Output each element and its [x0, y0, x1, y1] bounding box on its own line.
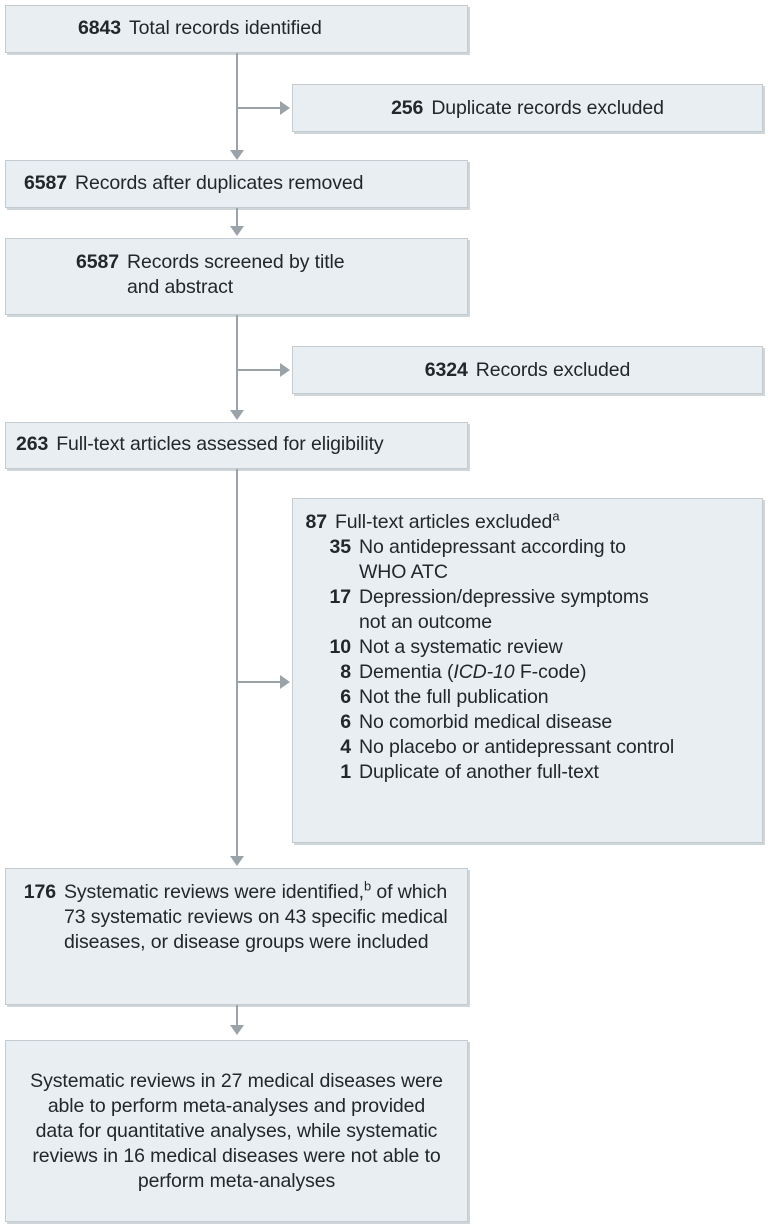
box-fulltext-assessed: 263 Full-text articles assessed for elig…: [5, 422, 468, 469]
box-records-after-duplicates: 6587 Records after duplicates removed: [5, 160, 468, 208]
box-total-records: 6843 Total records identified: [5, 5, 468, 53]
exclusion-item-label-line1: Depression/depressive symptoms: [359, 586, 649, 608]
arrowhead-down-identified: [230, 856, 244, 866]
arrowhead-right-excluded: [280, 363, 290, 377]
connector-identified-to-final: [236, 1005, 238, 1027]
exclusion-item-label: No comorbid medical disease: [359, 711, 613, 733]
connector-total-to-afterdup: [236, 53, 238, 153]
box-fulltext-assessed-count: 263: [16, 433, 49, 455]
exclusion-item-count: 6: [340, 711, 351, 733]
box-duplicate-records-excluded: 256 Duplicate records excluded: [292, 84, 763, 132]
box-reviews-identified: 176 Systematic reviews were identified,b…: [5, 868, 468, 1005]
footnote-marker-a: a: [552, 508, 560, 524]
exclusion-item-label: Not the full publication: [359, 686, 549, 708]
exclusion-item: 8 Dementia (ICD-10 F-code): [303, 660, 750, 685]
exclusion-item-label-line2: not an outcome: [359, 611, 493, 633]
arrowhead-down-fulltext: [230, 410, 244, 420]
box-records-screened: 6587 Records screened by title and abstr…: [5, 238, 468, 315]
footnote-marker-b: b: [363, 878, 372, 894]
box-after-duplicates-label: Records after duplicates removed: [74, 172, 364, 194]
exclusion-item: 6 No comorbid medical disease: [303, 710, 750, 735]
arrowhead-down-final: [230, 1025, 244, 1035]
exclusions-header-label: Full-text articles excludeda: [327, 510, 750, 535]
exclusion-item-count: 6: [340, 686, 351, 708]
exclusion-item-label: Dementia (ICD-10 F-code): [351, 660, 750, 685]
exclusion-item-count: 17: [329, 586, 352, 608]
exclusion-item-count: 4: [340, 736, 351, 758]
exclusion-item-label-post: F-code): [514, 661, 587, 683]
exclusion-item-count: 8: [340, 661, 351, 683]
arrowhead-right-duplicate: [280, 101, 290, 115]
box-identified-label-post: of which 73 systematic reviews on 43 spe…: [64, 881, 448, 953]
box-after-duplicates-count: 6587: [24, 172, 67, 194]
exclusion-item-label: No antidepressant according to WHO ATC: [351, 535, 750, 585]
connector-fulltext-to-identified: [236, 469, 238, 859]
exclusions-header: 87 Full-text articles excludeda: [303, 510, 750, 535]
exclusion-item: 10 Not a systematic review: [303, 635, 750, 660]
exclusion-item-label-icd: ICD-10: [453, 661, 515, 683]
exclusion-item: 4 No placebo or antidepressant control: [303, 735, 750, 760]
box-duplicate-count: 256: [391, 96, 424, 119]
exclusion-item-label-line1: No antidepressant according to: [359, 536, 626, 558]
arrowhead-right-exclusions: [280, 675, 290, 689]
connector-afterdup-to-screened: [236, 208, 238, 228]
connector-branch-duplicate: [236, 107, 282, 109]
box-identified-label: Systematic reviews were identified,b of …: [56, 880, 457, 955]
connector-branch-excluded: [236, 369, 282, 371]
exclusion-item-label: Not a systematic review: [359, 636, 563, 658]
box-screened-label-line1: Records screened by title: [126, 251, 345, 273]
exclusion-item-count: 1: [340, 761, 351, 783]
arrowhead-down-afterdup: [230, 150, 244, 160]
exclusion-item-label: No placebo or antidepressant control: [359, 736, 675, 758]
connector-branch-exclusions: [236, 681, 282, 683]
exclusion-item: 1 Duplicate of another full-text: [303, 760, 750, 785]
exclusion-item-count: 10: [329, 636, 352, 658]
exclusions-header-label-text: Full-text articles excluded: [335, 511, 553, 533]
box-fulltext-exclusions: 87 Full-text articles excludeda 35 No an…: [292, 498, 763, 843]
box-identified-label-pre: Systematic reviews were identified,: [64, 881, 364, 903]
box-fulltext-assessed-label: Full-text articles assessed for eligibil…: [56, 433, 384, 455]
arrowhead-down-screened: [230, 226, 244, 236]
box-identified-count: 176: [23, 881, 56, 903]
box-total-records-count: 6843: [78, 17, 121, 39]
exclusion-item-count: 35: [329, 536, 352, 558]
box-final-outcome-label: Systematic reviews in 27 medical disease…: [30, 1069, 443, 1192]
exclusion-item: 17 Depression/depressive symptoms not an…: [303, 585, 750, 635]
exclusion-item-label-pre: Dementia (: [359, 661, 454, 683]
box-duplicate-label: Duplicate records excluded: [431, 96, 664, 119]
exclusion-item-label-line2: WHO ATC: [359, 561, 448, 583]
box-screened-label-line2: and abstract: [126, 276, 234, 298]
box-records-excluded: 6324 Records excluded: [292, 346, 763, 394]
exclusions-header-count: 87: [305, 511, 328, 533]
box-screened-count: 6587: [76, 251, 119, 273]
box-screened-label: Records screened by title and abstract: [119, 250, 467, 300]
connector-screened-to-fulltext: [236, 315, 238, 413]
exclusion-item: 35 No antidepressant according to WHO AT…: [303, 535, 750, 585]
box-final-outcome: Systematic reviews in 27 medical disease…: [5, 1040, 468, 1222]
box-records-excluded-label: Records excluded: [475, 358, 631, 381]
exclusion-item-label: Depression/depressive symptoms not an ou…: [351, 585, 750, 635]
exclusion-item: 6 Not the full publication: [303, 685, 750, 710]
box-total-records-label: Total records identified: [128, 17, 322, 39]
exclusion-item-label: Duplicate of another full-text: [359, 761, 599, 783]
box-records-excluded-count: 6324: [424, 358, 468, 381]
